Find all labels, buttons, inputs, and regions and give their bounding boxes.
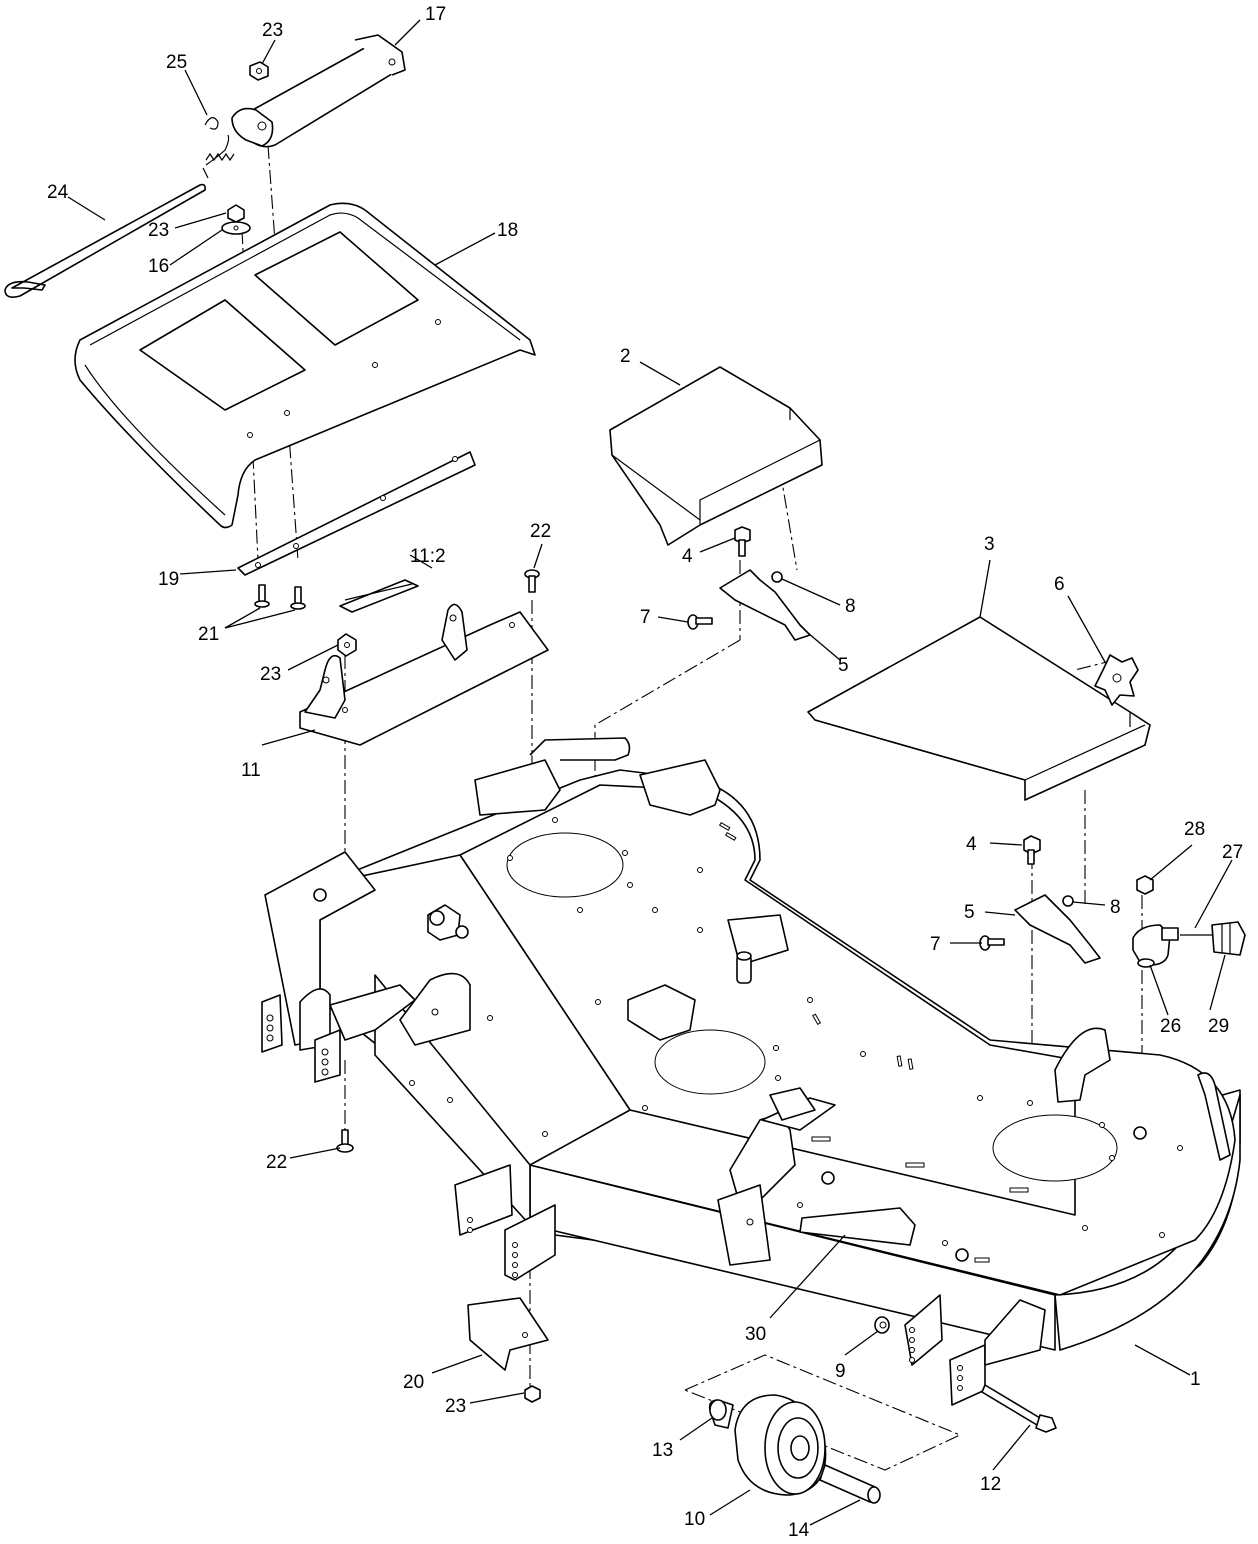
part-10-anti-scalp-wheel [734, 1394, 827, 1496]
callout-4-upper: 4 [682, 546, 693, 567]
callout-11: 11 [241, 760, 261, 781]
callout-7-lower: 7 [930, 934, 941, 955]
part-6-knob [1094, 654, 1139, 706]
callout-7-upper: 7 [640, 607, 651, 628]
part-19-mount-bar [237, 451, 476, 576]
part-2-belt-cover [609, 366, 823, 546]
deck-bolt-holes [409, 817, 1183, 1246]
part-12-bolt [981, 1384, 1057, 1433]
callout-8-lower: 8 [1110, 897, 1121, 918]
callout-4-lower: 4 [966, 834, 977, 855]
deck-mount-brackets [261, 737, 1231, 1406]
part-4-bolt-upper [734, 526, 751, 557]
callout-27: 27 [1222, 842, 1243, 863]
callout-1: 1 [1190, 1369, 1201, 1390]
part-14-axle-sleeve [819, 1464, 881, 1504]
callout-23-bottom: 23 [445, 1396, 466, 1417]
part-23-16-nut-washer [221, 204, 251, 235]
callout-25: 25 [166, 52, 187, 73]
callout-21: 21 [198, 624, 219, 645]
callout-12: 12 [980, 1474, 1001, 1495]
part-17-pivot-rod [231, 34, 406, 148]
callout-18: 18 [497, 220, 518, 241]
part-22-top-pin [524, 569, 540, 593]
callout-2: 2 [620, 346, 631, 367]
part-26-elbow-fitting [1132, 924, 1179, 968]
part-21-bolts [254, 584, 306, 610]
callout-19: 19 [158, 569, 179, 590]
part-11-2-decal [339, 579, 419, 613]
callout-6: 6 [1054, 574, 1065, 595]
part-4-bolt-lower [1023, 835, 1041, 865]
callout-22-upper: 22 [530, 521, 551, 542]
callout-3: 3 [984, 534, 995, 555]
callout-13: 13 [652, 1440, 673, 1461]
callout-30: 30 [745, 1324, 766, 1345]
callout-23-washer: 23 [148, 220, 169, 241]
part-9-spacer [874, 1316, 890, 1334]
callout-11-2: 11:2 [410, 546, 446, 567]
part-23-top-nut [249, 61, 269, 81]
leader-lines [67, 19, 1233, 1526]
part-8-washer-lower [1062, 895, 1074, 907]
callout-10: 10 [684, 1509, 705, 1530]
callout-labels: 1 2 3 4 4 5 5 6 7 7 8 8 9 10 11 11:2 12 … [47, 4, 1243, 1541]
callout-8-upper: 8 [845, 596, 856, 617]
part-7-pin-lower [979, 935, 1005, 951]
callout-14: 14 [788, 1520, 810, 1541]
callout-22-lower: 22 [266, 1152, 287, 1173]
deck-center-hardware [313, 888, 1147, 1262]
part-11-bracket-plate [299, 603, 549, 746]
part-20-deflector-bracket [467, 1297, 549, 1371]
part-23-bottom-nut [524, 1385, 541, 1403]
callout-26: 26 [1160, 1016, 1181, 1037]
callout-23-top: 23 [262, 20, 283, 41]
deck-slots [718, 821, 1029, 1263]
part-29-grease-coupler [1211, 921, 1246, 956]
callout-23-plate: 23 [260, 664, 281, 685]
part-28-nut [1136, 875, 1154, 895]
part-25-spring [202, 117, 235, 179]
callout-5-lower: 5 [964, 902, 975, 923]
callout-16: 16 [148, 256, 169, 277]
part-8-washer-upper [771, 571, 783, 583]
callout-20: 20 [403, 1372, 424, 1393]
callout-24: 24 [47, 182, 69, 203]
callout-17: 17 [425, 4, 446, 25]
decal-plate [799, 1207, 916, 1246]
callout-29: 29 [1208, 1016, 1229, 1037]
callout-5-upper: 5 [838, 655, 849, 676]
callout-9: 9 [835, 1361, 846, 1382]
part-23-plate-nut [337, 633, 357, 657]
part-5-bracket-lower [1014, 894, 1101, 964]
part-18-cover-plate [74, 202, 536, 529]
callout-28: 28 [1184, 819, 1205, 840]
part-5-bracket-upper [719, 569, 811, 641]
part-24-control-rod [4, 183, 206, 298]
part-3-spindle-cover [807, 616, 1151, 801]
part-13-bushing [708, 1399, 734, 1429]
part-7-pin-upper [687, 614, 713, 630]
